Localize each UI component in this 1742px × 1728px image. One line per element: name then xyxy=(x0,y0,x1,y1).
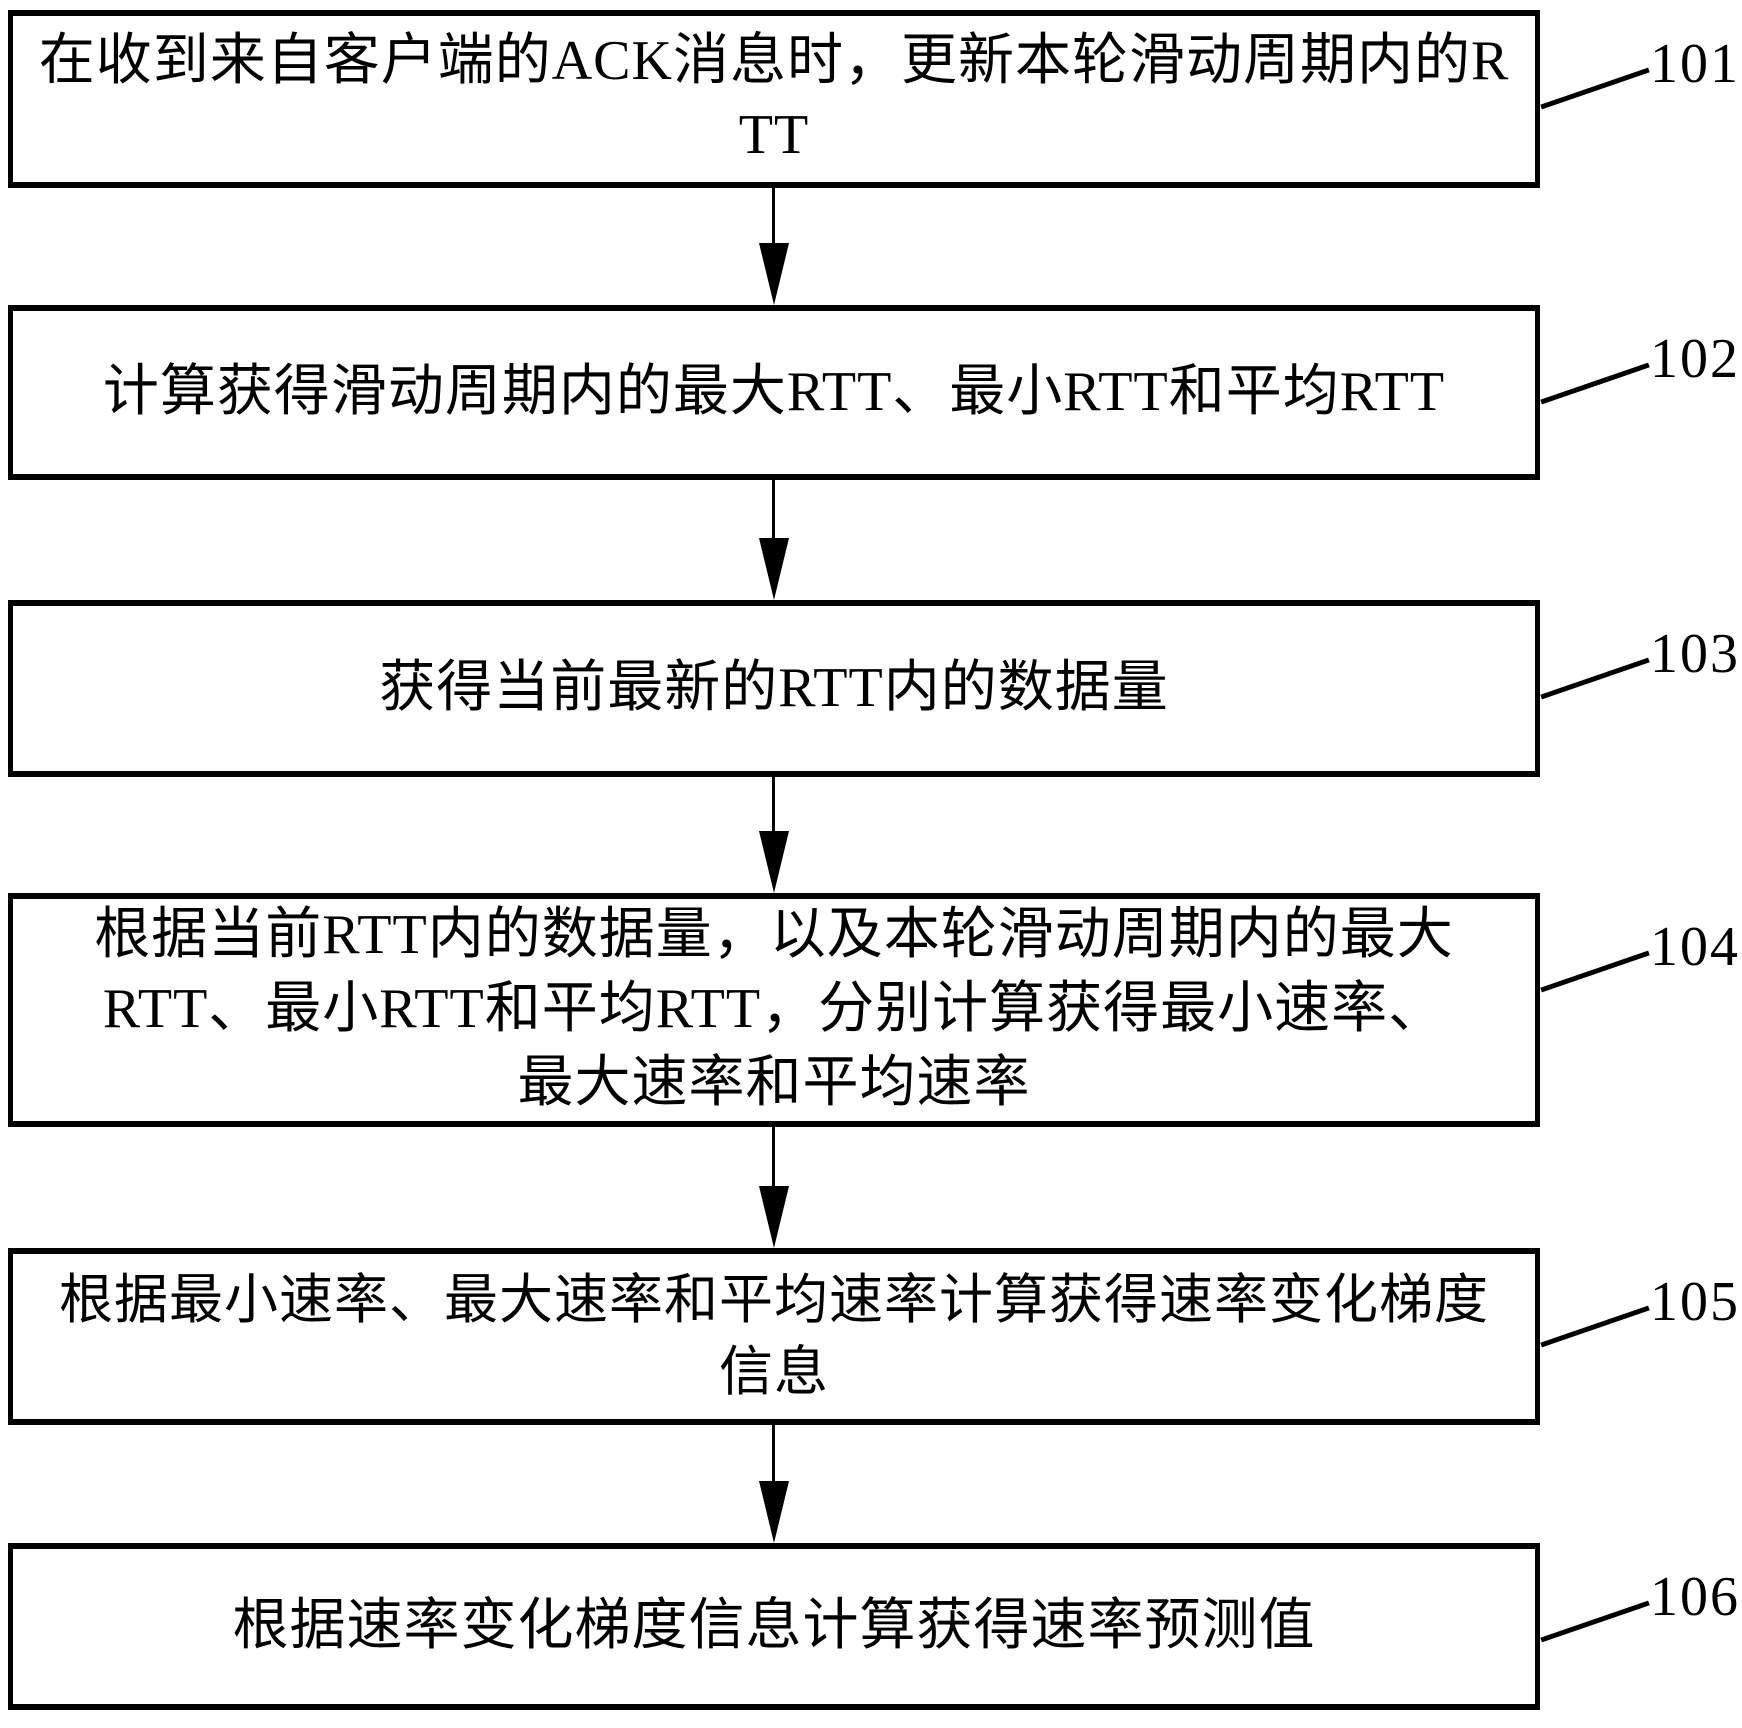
leader-line-104 xyxy=(1540,950,1650,993)
flow-step-box-105: 根据最小速率、最大速率和平均速率计算获得速率变化梯度 信息 xyxy=(8,1248,1540,1425)
arrow-head-icon xyxy=(759,538,789,600)
ref-label-103: 103 xyxy=(1650,623,1740,685)
arrow-line-4 xyxy=(772,1127,775,1186)
ref-label-106: 106 xyxy=(1650,1566,1740,1628)
arrow-head-icon xyxy=(759,1186,789,1248)
ref-label-105: 105 xyxy=(1650,1271,1740,1333)
flow-step-box-102: 计算获得滑动周期内的最大RTT、最小RTT和平均RTT xyxy=(8,305,1540,480)
flow-step-text-102: 计算获得滑动周期内的最大RTT、最小RTT和平均RTT xyxy=(102,360,1446,423)
flow-step-box-104: 根据当前RTT内的数据量，以及本轮滑动周期内的最大 RTT、最小RTT和平均RT… xyxy=(8,893,1540,1127)
arrow-head-icon xyxy=(759,1481,789,1543)
leader-line-102 xyxy=(1540,362,1650,405)
ref-label-102: 102 xyxy=(1650,328,1740,390)
flow-step-text-103: 获得当前最新的RTT内的数据量 xyxy=(379,656,1169,719)
flow-step-text-104: 根据当前RTT内的数据量，以及本轮滑动周期内的最大 RTT、最小RTT和平均RT… xyxy=(94,904,1454,1114)
arrow-line-5 xyxy=(772,1425,775,1481)
flow-step-text-101: 在收到来自客户端的ACK消息时，更新本轮滑动周期内的R TT xyxy=(38,30,1510,166)
flow-step-box-103: 获得当前最新的RTT内的数据量 xyxy=(8,600,1540,777)
arrow-line-1 xyxy=(772,188,775,243)
flow-step-text-106: 根据速率变化梯度信息计算获得速率预测值 xyxy=(232,1594,1316,1657)
ref-label-104: 104 xyxy=(1650,916,1740,978)
ref-label-101: 101 xyxy=(1650,33,1740,95)
leader-line-101 xyxy=(1540,67,1650,110)
arrow-line-3 xyxy=(772,777,775,831)
flow-step-box-106: 根据速率变化梯度信息计算获得速率预测值 xyxy=(8,1543,1540,1710)
flow-step-text-105: 根据最小速率、最大速率和平均速率计算获得速率变化梯度 信息 xyxy=(59,1270,1489,1402)
arrow-head-icon xyxy=(759,831,789,893)
leader-line-105 xyxy=(1540,1305,1650,1348)
leader-line-106 xyxy=(1540,1600,1650,1643)
arrow-line-2 xyxy=(772,480,775,538)
leader-line-103 xyxy=(1540,657,1650,700)
arrow-head-icon xyxy=(759,243,789,305)
flow-step-box-101: 在收到来自客户端的ACK消息时，更新本轮滑动周期内的R TT xyxy=(8,10,1540,188)
